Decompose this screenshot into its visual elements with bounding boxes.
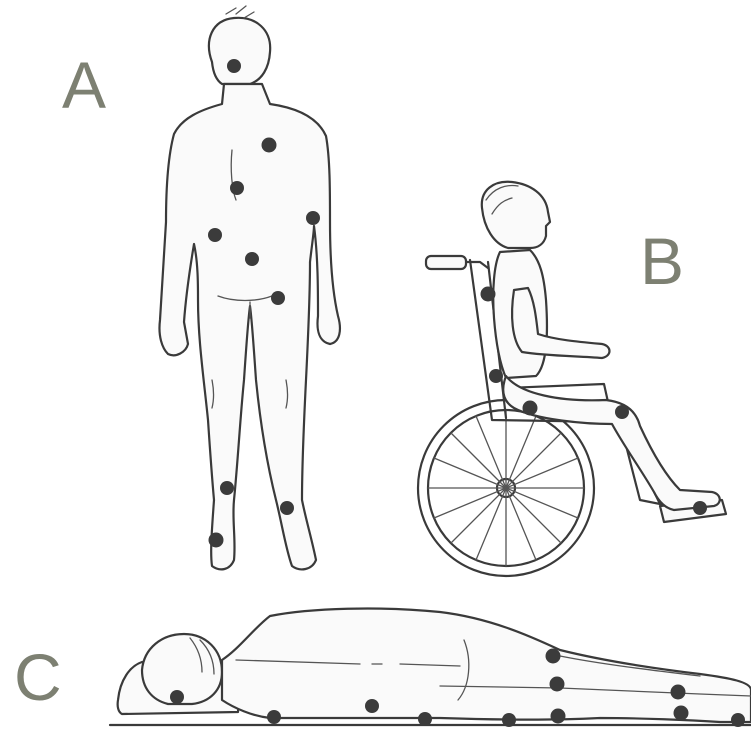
arm-b	[512, 288, 609, 358]
pressure-point-scapula-b	[481, 287, 496, 302]
pressure-point-elbow	[306, 211, 320, 225]
pressure-point-foot-c	[731, 713, 745, 727]
pressure-point-spine	[230, 181, 244, 195]
wheelchair-handle	[426, 256, 466, 269]
pressure-point-knee-b	[615, 405, 629, 419]
pressure-point-ischium	[271, 291, 285, 305]
pressure-point-sacrum-b	[489, 369, 503, 383]
pressure-point-elbow-c	[418, 712, 432, 726]
pressure-point-ischium-b	[523, 401, 538, 416]
body-c	[222, 609, 751, 722]
body-a	[159, 84, 339, 569]
leg-b	[503, 376, 720, 510]
pressure-point-ear-c	[170, 690, 184, 704]
head-a	[209, 18, 270, 84]
pressure-point-hip-c	[502, 713, 516, 727]
wheelchair-seated-figure	[418, 182, 726, 576]
head-b	[482, 182, 550, 248]
pressure-point-sacrum	[245, 252, 259, 266]
pressure-point-iliac-crest	[208, 228, 222, 242]
pressure-point-scapula	[262, 138, 277, 153]
pressure-point-ankle	[220, 481, 234, 495]
pressure-point-heel-b	[693, 501, 707, 515]
lying-figure	[110, 609, 751, 727]
standing-figure-back-view	[159, 6, 339, 569]
pressure-point-occiput	[227, 59, 241, 73]
pressure-point-knee-bottom-c	[551, 709, 566, 724]
pressure-point-ankle-bottom-c	[674, 706, 689, 721]
pressure-point-knee-mid-c	[550, 677, 565, 692]
pressure-point-knee-top-c	[546, 649, 561, 664]
pressure-point-heel	[209, 533, 224, 548]
pressure-point-ribs-c	[365, 699, 379, 713]
pressure-point-ankle-right	[280, 501, 294, 515]
pressure-point-ankle-top-c	[671, 685, 686, 700]
pressure-point-shoulder-c	[267, 710, 281, 724]
